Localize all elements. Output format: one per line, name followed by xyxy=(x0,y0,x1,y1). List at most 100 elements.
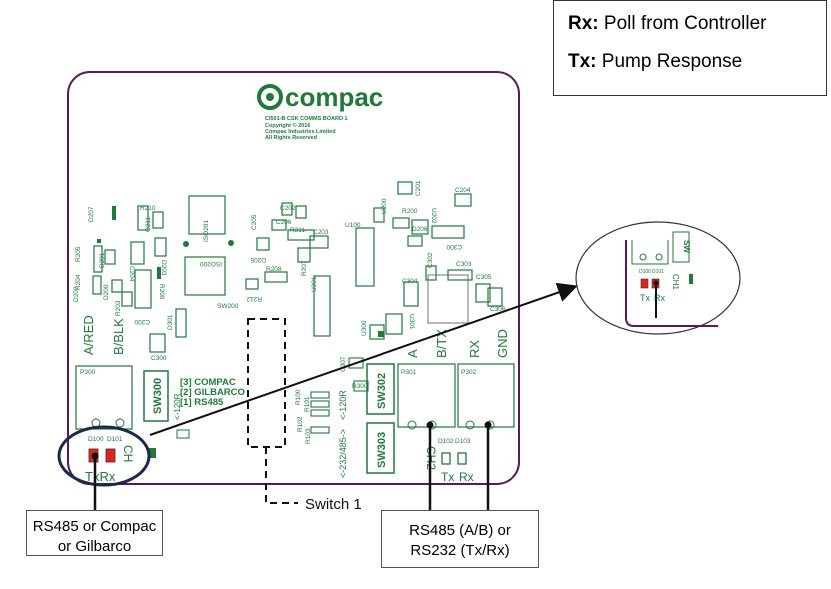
lbl-d103: D103 xyxy=(455,438,471,445)
lbl-tx: Tx xyxy=(441,470,454,484)
r101-body xyxy=(310,400,330,408)
lbl-c305: C305 xyxy=(476,274,492,281)
c300-body xyxy=(149,333,166,353)
lbl-sw300: SW300 xyxy=(152,378,164,414)
zoom-connector xyxy=(631,240,669,265)
resistor-bank xyxy=(310,357,369,434)
lbl-p300: P300 xyxy=(80,369,96,376)
right-callout-line2: RS232 (Tx/Rx) xyxy=(410,542,510,559)
p302-pin-1 xyxy=(465,420,475,430)
left-callout-line2: or Gilbarco xyxy=(57,538,132,555)
c204-body xyxy=(130,241,145,265)
r208-body xyxy=(264,271,288,283)
legend-box: Rx: Poll from Controller Tx: Pump Respon… xyxy=(553,0,827,96)
lbl-d101: D101 xyxy=(107,436,123,443)
c205-body xyxy=(271,219,287,231)
lbl-c205: C205 xyxy=(251,214,258,230)
lbl-u200: U200 xyxy=(381,198,388,214)
lbl-p301: P301 xyxy=(401,369,417,376)
r205-body xyxy=(93,245,103,273)
r203-body xyxy=(121,291,133,307)
zoom-lbl-d101: D101 xyxy=(652,269,664,275)
lbl-c204: C204 xyxy=(128,266,135,282)
c206-body xyxy=(295,205,307,219)
lbl-r100: R100 xyxy=(295,389,302,405)
pad-7 xyxy=(148,448,156,458)
lbl-r212: R212 xyxy=(246,295,262,302)
lbl-d100: D100 xyxy=(88,436,104,443)
pad-1 xyxy=(112,206,116,220)
r209-body xyxy=(134,269,152,309)
board-title-2: Copyright © 2016 xyxy=(265,122,310,129)
zoom-switch xyxy=(672,231,690,263)
mid-right-cluster xyxy=(369,265,503,340)
zoom-lbl-ch1: CH1 xyxy=(671,274,680,291)
lbl-c303: C303 xyxy=(456,261,472,268)
led-d103-icon xyxy=(457,452,467,465)
lbl-opt3: [3] COMPAC xyxy=(180,377,236,388)
d200-body xyxy=(111,279,123,293)
lbl-r210: R210 xyxy=(140,205,156,212)
switch1-marker: Switch 1 xyxy=(247,318,362,513)
lbl-c307: C307 xyxy=(340,356,347,372)
right-lower-area: R100 R101 R102 R103 R300 C307 <-120R <-2… xyxy=(295,329,515,484)
u100-body xyxy=(355,227,375,287)
lbl-c304: C304 xyxy=(402,278,418,285)
lbl-c211: C211 xyxy=(145,217,152,232)
lbl-c203: C203 xyxy=(313,229,329,236)
lbl-lt120r: <-120R xyxy=(173,393,182,420)
left-connector-area: A/RED B/BLK C300 P300 SW300 <-120R [3] C… xyxy=(57,315,245,487)
p301-pin-1 xyxy=(407,420,417,430)
r-small-body xyxy=(176,429,190,439)
sw300-body xyxy=(143,370,169,422)
legend-rx-row: Rx: Poll from Controller xyxy=(568,13,767,35)
logo-dot-icon xyxy=(266,93,274,101)
pad-2 xyxy=(183,241,189,247)
board-title-3: Compac Industries Limited xyxy=(265,129,336,135)
lbl-a-red: A/RED xyxy=(81,315,96,355)
c201-body xyxy=(397,181,413,195)
lbl-b-blk: B/BLK xyxy=(111,318,126,355)
mcu-outline xyxy=(427,274,469,324)
lbl-r300: R300 xyxy=(352,383,368,390)
r102-body xyxy=(310,409,330,417)
lbl-u301: U301 xyxy=(408,314,415,330)
zoom-lbl-rx: Rx xyxy=(654,293,665,303)
c306-body xyxy=(487,287,503,307)
led-d102-icon xyxy=(441,452,451,465)
c303-body xyxy=(447,269,473,281)
lbl-sw303: SW303 xyxy=(376,432,388,468)
mid-right-labels: C304 C302 C303 C305 C306 U300 U301 xyxy=(361,252,506,336)
brand-text: compac xyxy=(285,82,383,112)
switch1-leader xyxy=(265,447,298,504)
lbl-r207: R207 xyxy=(301,260,308,276)
upper-left-cluster xyxy=(92,181,472,353)
lbl-c300b: C300 xyxy=(446,243,462,250)
left-callout-line1: RS485 or Compac xyxy=(32,518,157,535)
r212-body xyxy=(245,278,259,290)
zoom-pin-2 xyxy=(655,253,663,261)
r300-body xyxy=(353,380,369,392)
d203-body xyxy=(154,237,167,257)
u300-body xyxy=(369,324,385,340)
r103-body xyxy=(310,426,330,434)
iso200-body xyxy=(184,256,226,296)
zoom-lbl-sw: SW xyxy=(682,240,691,253)
lbl-d206: D206 xyxy=(412,226,428,233)
lbl-sw302: SW302 xyxy=(376,373,388,409)
zoom-lbl-tx: Tx xyxy=(640,293,650,303)
lbl-d201: D201 xyxy=(99,252,106,268)
u201-body xyxy=(313,275,331,337)
lbl-iso201: ISO201 xyxy=(203,220,210,242)
lbl-r209: R209 xyxy=(158,284,165,300)
lbl-d200: D200 xyxy=(103,284,110,300)
p300-pin-2 xyxy=(115,418,125,428)
switch1-label: Switch 1 xyxy=(305,496,362,513)
lbl-ch: CH xyxy=(121,445,135,462)
lbl-r200: R200 xyxy=(402,208,418,215)
lbl-r208: R208 xyxy=(266,266,282,273)
zoom-arrow xyxy=(149,282,578,436)
u200-body xyxy=(373,207,385,223)
c211-body xyxy=(137,205,149,231)
